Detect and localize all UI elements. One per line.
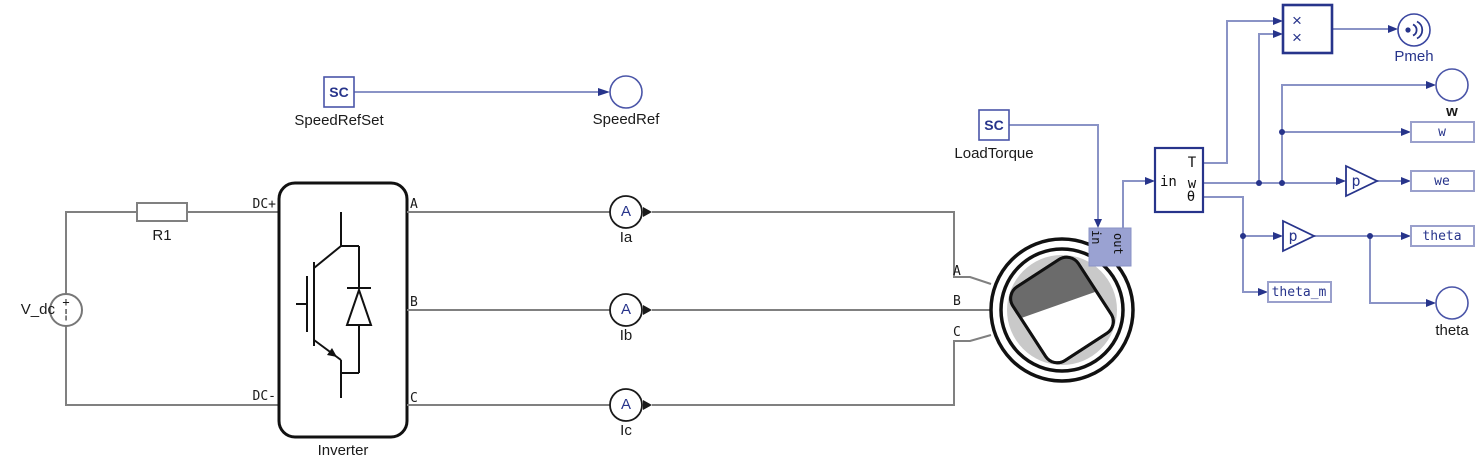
- inverter-block[interactable]: [277, 181, 409, 439]
- ammeter-ib[interactable]: [609, 293, 643, 327]
- gain1-p-text: p: [1351, 172, 1361, 190]
- theta-m-tag-text: theta_m: [1271, 285, 1327, 300]
- multiply-x2-icon: ×: [1292, 28, 1302, 47]
- inverter-port-b-label: B: [410, 295, 418, 310]
- theta-tag-text: theta: [1422, 229, 1462, 244]
- ammeter-ic-arrow-icon: [643, 400, 652, 410]
- w-circle-label: w: [1446, 103, 1458, 120]
- ic-label: Ic: [620, 422, 632, 439]
- we-tag-block[interactable]: [1410, 170, 1475, 192]
- meter-t-port-label: T: [1187, 155, 1197, 171]
- w-tag-text: w: [1438, 125, 1446, 140]
- gain2-p-text: p: [1288, 227, 1298, 245]
- theta-m-tag-block[interactable]: [1267, 281, 1332, 303]
- vdc-label: V_dc: [20, 301, 55, 318]
- speedref-label: SpeedRef: [592, 111, 660, 128]
- loadtorque-sc-text: SC: [984, 117, 1004, 133]
- ib-label: Ib: [619, 327, 633, 344]
- motor-machine[interactable]: [980, 225, 1140, 383]
- w-port-circle[interactable]: [1435, 68, 1469, 102]
- ammeter-ia-arrow-icon: [643, 207, 652, 217]
- speedref-port-circle[interactable]: [609, 75, 643, 109]
- theta-tag-block[interactable]: [1410, 225, 1475, 247]
- signal-wires: [354, 20, 1432, 304]
- inverter-port-c-label: C: [410, 391, 418, 406]
- multiply-x1-icon: ×: [1292, 11, 1302, 30]
- inverter-dcminus-port-label: DC-: [252, 389, 276, 404]
- mech-port-in-label: in: [1089, 230, 1103, 245]
- ia-label: Ia: [619, 229, 633, 246]
- dc-link-wires: [65, 211, 279, 406]
- ammeters-group: [609, 195, 652, 422]
- gain1-block[interactable]: [1345, 164, 1380, 198]
- meter-w-port-label: w: [1187, 176, 1197, 192]
- rotor-shading: [1005, 251, 1119, 330]
- theta-circle-label: theta: [1435, 322, 1469, 339]
- ammeter-ia-symbol: A: [620, 203, 632, 220]
- resistor-r1[interactable]: [136, 202, 188, 222]
- pmeh-label: Pmeh: [1394, 48, 1434, 65]
- ammeter-ia[interactable]: [609, 195, 643, 229]
- theta-port-circle[interactable]: [1435, 286, 1469, 320]
- dc-voltage-source[interactable]: [49, 293, 83, 327]
- ammeter-ic-symbol: A: [620, 396, 632, 413]
- machine-port-b-label: B: [953, 294, 961, 309]
- signal-probe-icon: [1405, 20, 1424, 40]
- ammeter-ic[interactable]: [609, 388, 643, 422]
- inverter-dcplus-port-label: DC+: [252, 197, 276, 212]
- vdc-minus-sign: ¦: [62, 307, 70, 322]
- r1-label: R1: [152, 227, 172, 244]
- product-block[interactable]: [1281, 3, 1334, 55]
- vdc-plus-sign: +: [62, 295, 70, 309]
- meter-in-port-label: in: [1160, 174, 1177, 190]
- speedrefset-sc-block[interactable]: [323, 76, 355, 108]
- junction-dots: [1240, 129, 1373, 239]
- speedrefset-label: SpeedRefSet: [294, 112, 384, 129]
- w-tag-block[interactable]: [1410, 121, 1475, 143]
- inverter-label: Inverter: [317, 442, 369, 459]
- inverter-port-a-label: A: [410, 197, 418, 212]
- phase-wires: [407, 211, 992, 406]
- mech-port-block[interactable]: [1088, 227, 1132, 267]
- machine-port-c-label: C: [953, 325, 961, 340]
- gain2-block[interactable]: [1282, 219, 1317, 253]
- we-tag-text: we: [1434, 174, 1450, 189]
- ammeter-ib-arrow-icon: [643, 305, 652, 315]
- loadtorque-label: LoadTorque: [954, 145, 1034, 162]
- speedrefset-sc-text: SC: [329, 84, 349, 100]
- ammeter-ib-symbol: A: [620, 301, 632, 318]
- igbt-diode-icon: [296, 212, 373, 398]
- machine-port-a-label: A: [953, 264, 961, 279]
- loadtorque-sc-block[interactable]: [978, 109, 1010, 141]
- pmeh-probe-circle[interactable]: [1397, 13, 1431, 47]
- mech-port-out-label: out: [1111, 233, 1125, 255]
- signal-arrowheads: [598, 17, 1436, 307]
- meter-theta-port-label: θ: [1186, 189, 1196, 205]
- mech-meter-block[interactable]: [1153, 146, 1205, 214]
